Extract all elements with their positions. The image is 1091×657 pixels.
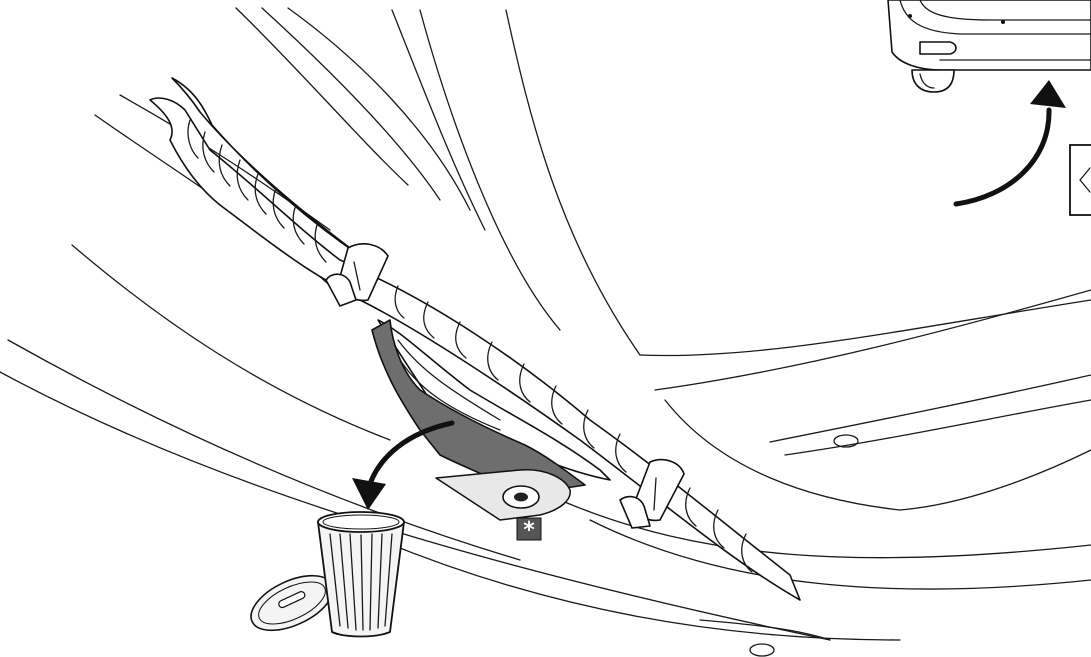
mounting-plate (436, 470, 570, 520)
vehicle-rear-inset (888, 0, 1091, 92)
location-arrow-icon (956, 80, 1066, 204)
inset-detail-box (1070, 145, 1091, 215)
bolt-head (514, 493, 528, 502)
exhaust-pipe-upper (150, 78, 372, 300)
asterisk-marker: * (517, 518, 541, 543)
asterisk-icon: * (523, 518, 535, 543)
trash-bin-icon (243, 512, 404, 642)
